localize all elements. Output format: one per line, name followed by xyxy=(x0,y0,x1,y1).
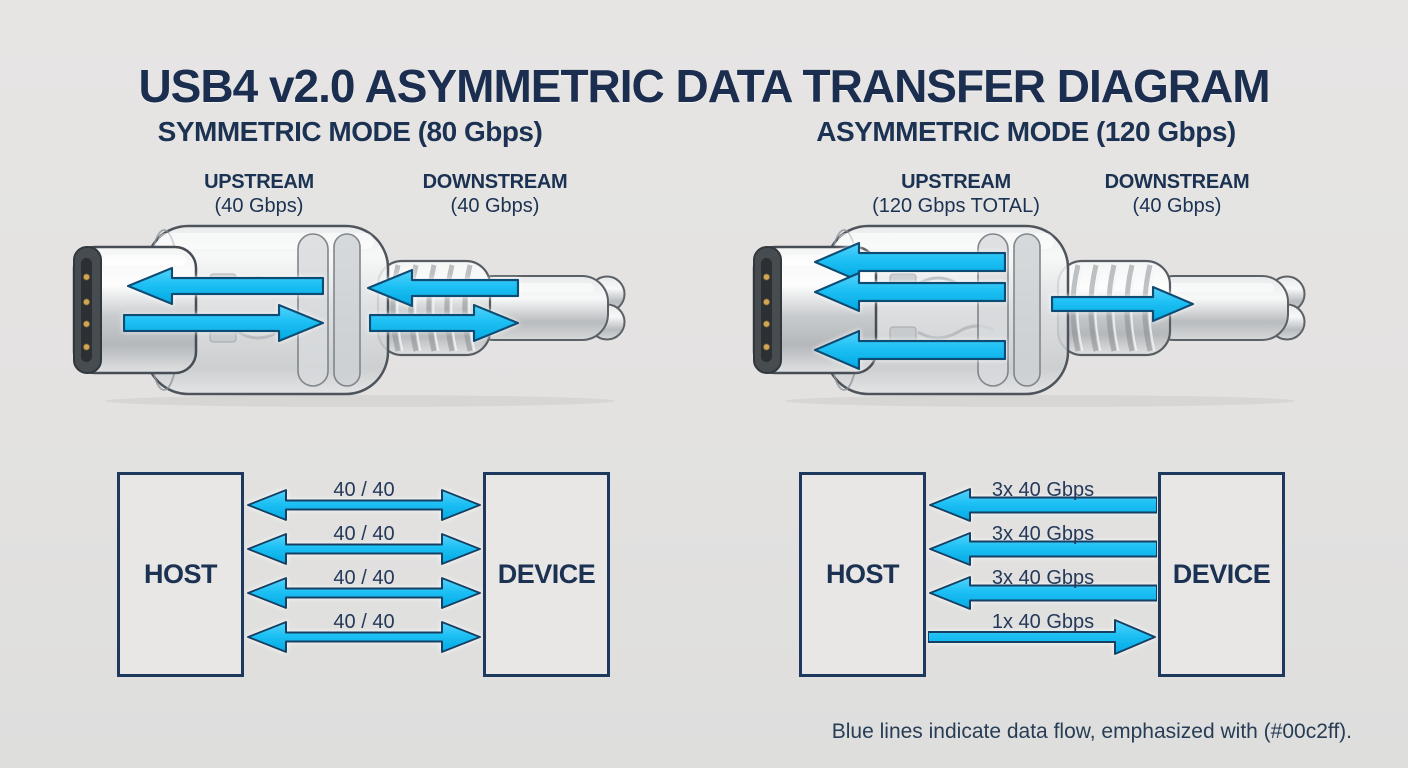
usb-connector-illustration-symmetric xyxy=(60,220,670,410)
host-box: HOST xyxy=(799,472,926,677)
flow-arrow-upstream-3 xyxy=(813,329,1007,371)
downstream-title: DOWNSTREAM xyxy=(422,171,568,193)
to-host-arrow xyxy=(929,488,1157,522)
symmetric-link-arrows xyxy=(247,489,481,653)
asymmetric-downstream-label: DOWNSTREAM (40 Gbps) xyxy=(1027,170,1327,218)
device-box: DEVICE xyxy=(483,472,610,677)
flow-arrow-upstream-2 xyxy=(813,271,1007,313)
link-label: 40 / 40 xyxy=(333,611,395,633)
page-title: USB4 v2.0 ASYMMETRIC DATA TRANSFER DIAGR… xyxy=(138,59,1270,112)
host-label: HOST xyxy=(143,559,218,589)
symmetric-mode-heading: SYMMETRIC MODE (80 Gbps) xyxy=(157,116,543,147)
symmetric-downstream-label: DOWNSTREAM (40 Gbps) xyxy=(345,170,645,218)
link-label: 40 / 40 xyxy=(333,567,395,589)
link-label: 3x 40 Gbps xyxy=(991,567,1095,589)
downstream-title: DOWNSTREAM xyxy=(1104,171,1250,193)
symmetric-upstream-label: UPSTREAM (40 Gbps) xyxy=(109,170,409,218)
bidirectional-arrow xyxy=(247,533,481,565)
flow-arrow-upstream-1 xyxy=(126,266,325,306)
downstream-rate: (40 Gbps) xyxy=(450,195,540,217)
flow-arrow-downstream-1 xyxy=(122,303,325,343)
upstream-rate: (120 Gbps TOTAL) xyxy=(872,195,1040,217)
bidirectional-arrow xyxy=(247,489,481,521)
link-label: 3x 40 Gbps xyxy=(991,523,1095,545)
flow-arrow-upstream-2 xyxy=(366,268,520,308)
device-label: DEVICE xyxy=(497,559,596,589)
to-host-arrow xyxy=(929,532,1157,566)
flow-arrow-downstream-1 xyxy=(1050,285,1195,323)
link-label: 40 / 40 xyxy=(333,523,395,545)
to-host-arrow xyxy=(929,576,1157,610)
flow-arrow-downstream-2 xyxy=(368,303,520,343)
link-label: 3x 40 Gbps xyxy=(991,479,1095,501)
bidirectional-arrow xyxy=(247,577,481,609)
upstream-rate: (40 Gbps) xyxy=(214,195,304,217)
asymmetric-link-arrows xyxy=(928,488,1157,655)
asymmetric-upstream-label: UPSTREAM (120 Gbps TOTAL) xyxy=(806,170,1106,218)
symmetric-host-device-diagram: HOST DEVICE 40 / 40 40 / 40 40 / 40 40 /… xyxy=(117,472,610,677)
upstream-title: UPSTREAM xyxy=(901,171,1011,193)
usb-connector-illustration-asymmetric xyxy=(740,220,1350,410)
asymmetric-host-device-diagram: HOST DEVICE 3x 40 Gbps 3x 40 Gbps 3x 40 … xyxy=(799,472,1285,677)
host-label: HOST xyxy=(825,559,900,589)
link-label: 40 / 40 xyxy=(333,479,395,501)
device-label: DEVICE xyxy=(1172,559,1271,589)
host-box: HOST xyxy=(117,472,244,677)
upstream-title: UPSTREAM xyxy=(204,171,314,193)
asymmetric-mode-heading: ASYMMETRIC MODE (120 Gbps) xyxy=(816,116,1236,147)
downstream-rate: (40 Gbps) xyxy=(1132,195,1222,217)
bidirectional-arrow xyxy=(247,621,481,653)
footnote-caption: Blue lines indicate data flow, emphasize… xyxy=(831,720,1352,743)
device-box: DEVICE xyxy=(1158,472,1285,677)
link-label: 1x 40 Gbps xyxy=(991,611,1095,633)
to-device-arrow xyxy=(928,619,1156,655)
